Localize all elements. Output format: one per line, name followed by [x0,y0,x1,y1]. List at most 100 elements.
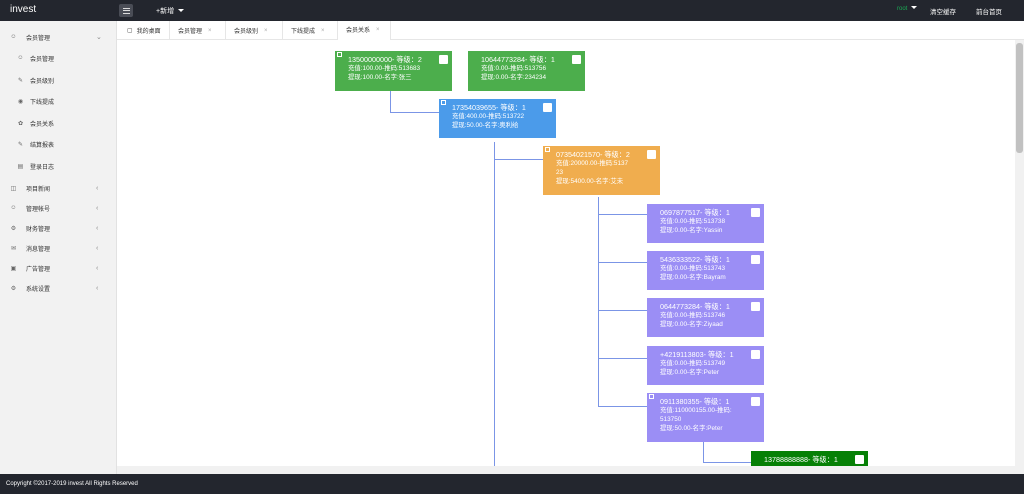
sidebar-item-settlement[interactable]: ✎结算报表 [0,135,117,153]
sidebar-group-label: 管理帐号 [26,206,51,213]
tree-connector [390,91,391,113]
close-icon[interactable]: × [376,26,380,33]
sidebar-item-login-log[interactable]: ▤登录日志 [0,157,117,175]
scroll-thumb[interactable] [1016,43,1023,153]
node-checkbox[interactable] [543,103,552,112]
sidebar-item-member-relation[interactable]: ✿ 会员关系 [0,114,117,132]
image-icon: ▣ [10,265,17,272]
node-checkbox[interactable] [751,397,760,406]
node-checkbox[interactable] [439,55,448,64]
node-checkbox[interactable] [751,350,760,359]
tree-connector [598,406,647,407]
node-recharge: 充值:400.00-推码:513722 [452,113,525,120]
node-checkbox[interactable] [751,208,760,217]
sidebar-group-member[interactable]: ☺ 会员管理 ⌄ [0,28,117,46]
node-withdraw: 提现:0.00-名字:Ziyaad [660,321,723,328]
node-recharge: 充值:0.00-推码:513749 [660,360,726,367]
tab-divider [225,21,226,40]
tab-label: 我的桌面 [136,29,161,35]
new-menu-button[interactable]: +新增 [156,6,185,16]
sidebar-group-news[interactable]: ◫ 项目新闻 ‹ [0,179,117,197]
sidebar-group-label: 项目新闻 [26,186,51,193]
node-recharge-cont: 23 [556,169,564,176]
tree-connector [494,142,495,472]
sidebar-group-finance[interactable]: ⚙财务管理‹ [0,219,117,237]
sidebar-item-member-level[interactable]: ✎会员级别 [0,71,117,89]
sidebar-item-label: 会员管理 [30,56,55,63]
node-recharge: 充值:0.00-推码:513746 [660,312,726,319]
tree-connector [598,262,647,263]
sidebar-item-label: 会员关系 [30,121,55,128]
node-title: 0697877517- 等级：1 [660,208,730,217]
tree-node[interactable]: 13500000000- 等级：2 充值:100.00-推码:513683 提现… [335,51,452,91]
clear-cache-link[interactable]: 清空缓存 [930,9,956,16]
node-checkbox[interactable] [751,302,760,311]
tree-node[interactable]: 07354021570- 等级：2 充值:20000.00-推码:5137 23… [543,146,660,195]
sidebar-group-system[interactable]: ⚙系统设置‹ [0,279,117,297]
tab-commission[interactable]: 下线提成 × [283,21,337,40]
node-recharge: 充值:20000.00-推码:5137 [556,160,629,167]
book-icon: ◫ [10,185,17,192]
sidebar-item-member-manage[interactable]: ☺会员管理 [0,49,117,67]
node-recharge-cont: 513750 [660,416,682,423]
node-title: 13788888888- 等级：1 [764,455,838,464]
front-page-link[interactable]: 前台首页 [976,9,1002,16]
chevron-left-icon: ‹ [96,224,99,232]
user-menu[interactable]: root [897,6,918,12]
close-icon[interactable]: × [264,27,268,34]
expand-icon[interactable] [337,52,342,57]
close-icon[interactable]: × [208,27,212,34]
node-checkbox[interactable] [855,455,864,464]
tab-member-relation[interactable]: 会员关系× [338,21,390,40]
settings-icon: ⚙ [10,225,17,232]
tab-desktop[interactable]: ▢我的桌面 [117,21,169,40]
tree-node[interactable]: 5436333522- 等级：1 充值:0.00-推码:513743 提现:0.… [647,251,764,290]
node-checkbox[interactable] [572,55,581,64]
sidebar-group-ads[interactable]: ▣广告管理‹ [0,259,117,277]
leaf-icon: ✿ [17,120,24,127]
expand-icon[interactable] [545,147,550,152]
node-recharge: 充值:0.00-推码:513738 [660,218,726,225]
tab-member-level[interactable]: 会员级别 × [226,21,282,40]
sidebar-group-messages[interactable]: ✉消息管理‹ [0,239,117,257]
sidebar-item-label: 登录日志 [30,164,55,171]
tree-connector [494,159,543,160]
app-logo[interactable]: invest [10,4,37,15]
user-icon: ☺ [10,205,17,211]
node-checkbox[interactable] [647,150,656,159]
sidebar-item-label: 下线提成 [30,99,55,106]
tree-connector [598,197,599,406]
tab-member-manage[interactable]: 会员管理× [170,21,225,40]
tree-node[interactable]: +4219113803- 等级：1 充值:0.00-推码:513749 提现:0… [647,346,764,385]
tree-connector [703,462,751,463]
chevron-left-icon: ‹ [96,204,99,212]
sidebar-group-accounts[interactable]: ☺ 管理帐号 ‹ [0,199,117,217]
node-title: +4219113803- 等级：1 [660,350,734,359]
sidebar-group-label: 消息管理 [26,246,51,253]
tree-node[interactable]: 0911380355- 等级：1 充值:110000155.00-推码: 513… [647,393,764,442]
tree-connector [390,112,439,113]
expand-icon[interactable] [649,394,654,399]
tree-node[interactable]: 0697877517- 等级：1 充值:0.00-推码:513738 提现:0.… [647,204,764,243]
close-icon[interactable]: × [321,27,325,34]
tree-node[interactable]: 0644773284- 等级：1 充值:0.00-推码:513746 提现:0.… [647,298,764,337]
expand-icon[interactable] [441,100,446,105]
sidebar-group-label: 会员管理 [26,35,51,42]
tab-label: 会员级别 [234,29,259,35]
node-checkbox[interactable] [751,255,760,264]
tree-node[interactable]: 17354039655- 等级：1 充值:400.00-推码:513722 提现… [439,99,556,138]
vertical-scrollbar[interactable] [1015,40,1024,474]
node-title: 17354039655- 等级：1 [452,103,526,112]
tree-node[interactable]: 10644773284- 等级：1 充值:0.00-推码:513756 提现:0… [468,51,585,91]
sidebar: ☺ 会员管理 ⌄ ☺会员管理 ✎会员级别 ◉下线提成 ✿会员关系 ✎结算报表 ▤… [0,21,117,474]
node-title: 07354021570- 等级：2 [556,150,630,159]
chevron-left-icon: ‹ [96,184,99,192]
user-icon: ☺ [10,34,17,40]
tab-divider [337,21,338,40]
menu-toggle-icon[interactable] [119,4,133,17]
tab-label: 下线提成 [291,29,316,35]
tab-divider [390,21,391,40]
node-title: 0644773284- 等级：1 [660,302,730,311]
horizontal-scrollbar[interactable] [117,466,1015,474]
sidebar-item-commission[interactable]: ◉下线提成 [0,92,117,110]
